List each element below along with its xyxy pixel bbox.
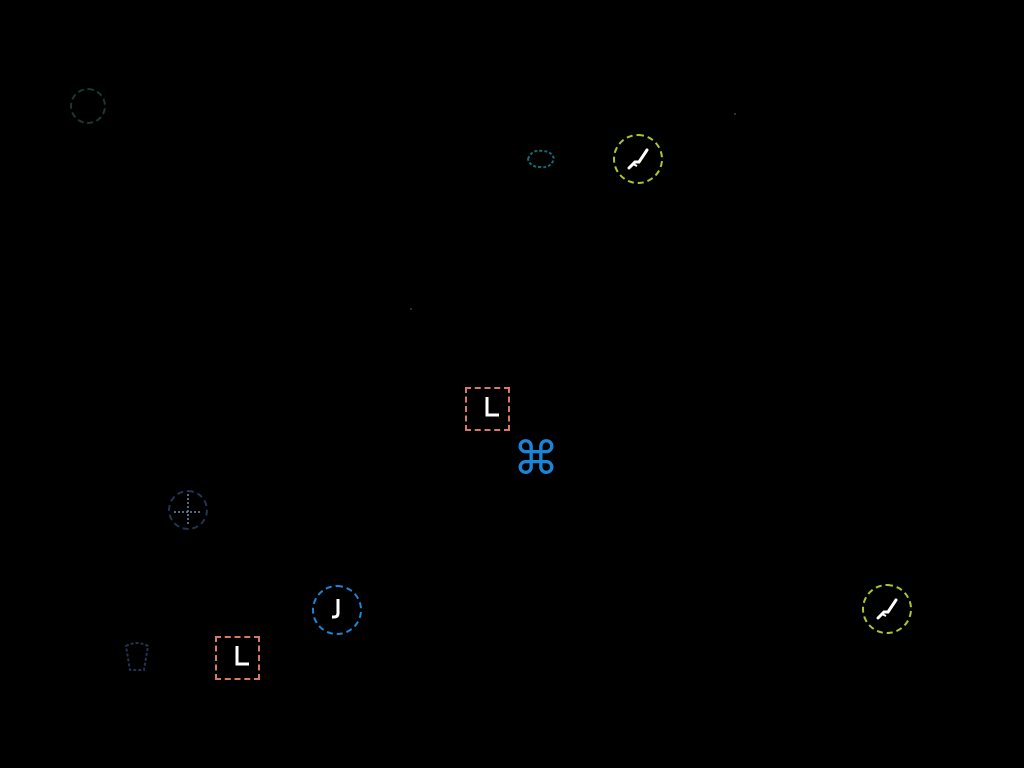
navy-marker-sprite xyxy=(122,640,152,680)
blob-icon xyxy=(526,149,556,169)
crosshair-sprite[interactable] xyxy=(168,490,208,530)
hook-icon xyxy=(332,599,340,619)
star-dot xyxy=(410,308,412,310)
command-sprite[interactable]: ⌘ xyxy=(512,434,560,482)
diagonal-slash-icon xyxy=(627,148,649,170)
salmon-square-sprite-bottom[interactable] xyxy=(215,636,260,680)
command-key-icon: ⌘ xyxy=(513,431,559,485)
diagonal-slash-icon xyxy=(876,598,898,620)
marker-icon xyxy=(124,642,150,671)
lime-ring-sprite-top[interactable] xyxy=(613,134,663,184)
dim-ring-sprite xyxy=(70,88,106,124)
lime-ring-sprite-right[interactable] xyxy=(862,584,912,634)
corner-mark-icon xyxy=(235,646,249,666)
corner-mark-icon xyxy=(485,397,499,417)
blue-ring-sprite[interactable] xyxy=(312,585,362,635)
crosshair-icon xyxy=(174,494,202,526)
star-dot xyxy=(734,113,736,115)
salmon-square-sprite-center[interactable] xyxy=(465,387,510,431)
teal-blob-sprite xyxy=(524,145,558,173)
